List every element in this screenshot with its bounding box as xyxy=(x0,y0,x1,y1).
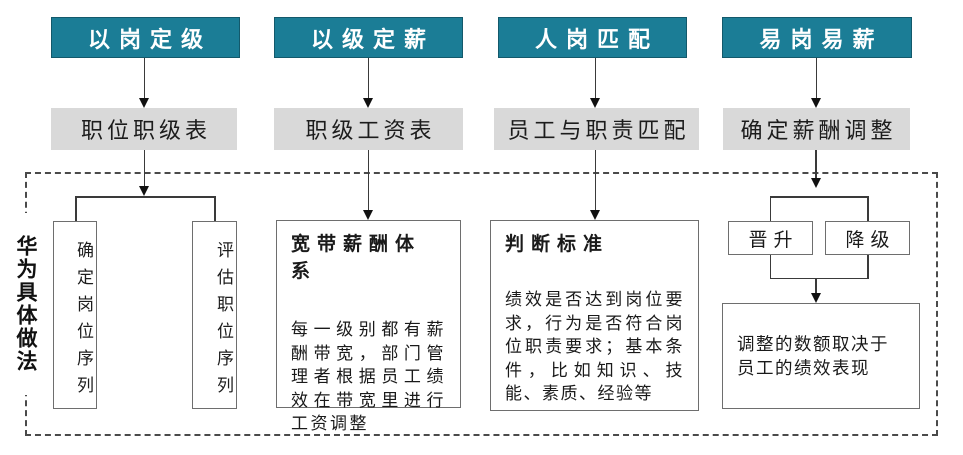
box-broadband-pay-system: 宽带薪酬体系 每一级别都有薪酬带宽，部门管理者根据员工绩效在带宽里进行工资调整 xyxy=(276,220,461,433)
connector-line xyxy=(769,255,771,279)
sub-box-position-grade-table: 职位职级表 xyxy=(51,108,237,150)
promotion-label: 晋升 xyxy=(748,229,799,251)
sub-box-grade-salary-table: 职级工资表 xyxy=(274,108,463,150)
box-evaluate-position-sequence: 评估职位序列 xyxy=(192,221,237,409)
arrow-down-icon xyxy=(810,178,821,188)
sub-box-employee-duty-match: 员工与职责匹配 xyxy=(494,108,699,150)
arrow-down-icon xyxy=(139,186,149,196)
connector-line xyxy=(367,58,369,98)
box-define-post-sequence: 确定岗位序列 xyxy=(53,221,97,409)
box-demotion: 降级 xyxy=(825,221,910,255)
connector-line xyxy=(594,150,596,211)
arrow-down-icon xyxy=(363,210,373,220)
sub-box-confirm-pay-adjust: 确定薪酬调整 xyxy=(723,108,910,150)
box-define-post-sequence-label: 确定岗位序列 xyxy=(74,240,93,403)
side-label-huawei-practice: 华为具体做法 xyxy=(8,213,44,395)
connector-line xyxy=(815,279,817,294)
connector-line xyxy=(769,277,868,279)
box-judgement-criteria: 判断标准 绩效是否达到岗位要求，行为是否符合岗位职责要求；基本条件，比如知识、技… xyxy=(490,220,699,411)
arrow-down-icon xyxy=(811,98,821,108)
header-box-person-job-match: 人岗匹配 xyxy=(498,17,687,58)
connector-line xyxy=(769,196,771,221)
broadband-title: 宽带薪酬体系 xyxy=(291,234,422,282)
box-evaluate-position-sequence-label: 评估职位序列 xyxy=(214,240,233,403)
connector-line xyxy=(815,58,817,98)
judgement-title: 判断标准 xyxy=(505,234,610,255)
arrow-down-icon xyxy=(810,293,821,303)
demotion-label: 降级 xyxy=(845,229,896,251)
judgement-body: 绩效是否达到岗位要求，行为是否符合岗位职责要求；基本条件，比如知识、技能、素质、… xyxy=(505,290,684,403)
header-box-grade-to-pay: 以级定薪 xyxy=(274,17,463,58)
connector-line xyxy=(214,196,216,221)
arrow-down-icon xyxy=(590,98,600,108)
header-box-change-job-change-pay: 易岗易薪 xyxy=(722,17,912,58)
arrow-down-icon xyxy=(590,210,600,220)
header-box-job-to-grade: 以岗定级 xyxy=(51,17,240,58)
connector-line xyxy=(143,150,145,187)
adjustment-result-text: 调整的数额取决于员工的绩效表现 xyxy=(737,334,889,378)
connector-line xyxy=(769,196,868,198)
connector-line xyxy=(75,196,77,221)
connector-line xyxy=(867,255,869,279)
box-promotion: 晋升 xyxy=(728,221,813,255)
connector-line xyxy=(367,150,369,211)
connector-line xyxy=(75,196,215,198)
connector-line xyxy=(594,58,596,98)
arrow-down-icon xyxy=(139,98,149,108)
arrow-down-icon xyxy=(363,98,373,108)
box-adjustment-result: 调整的数额取决于员工的绩效表现 xyxy=(722,303,920,409)
connector-line xyxy=(143,58,145,98)
connector-line xyxy=(815,150,817,179)
broadband-body: 每一级别都有薪酬带宽，部门管理者根据员工绩效在带宽里进行工资调整 xyxy=(291,320,446,433)
connector-line xyxy=(867,196,869,221)
